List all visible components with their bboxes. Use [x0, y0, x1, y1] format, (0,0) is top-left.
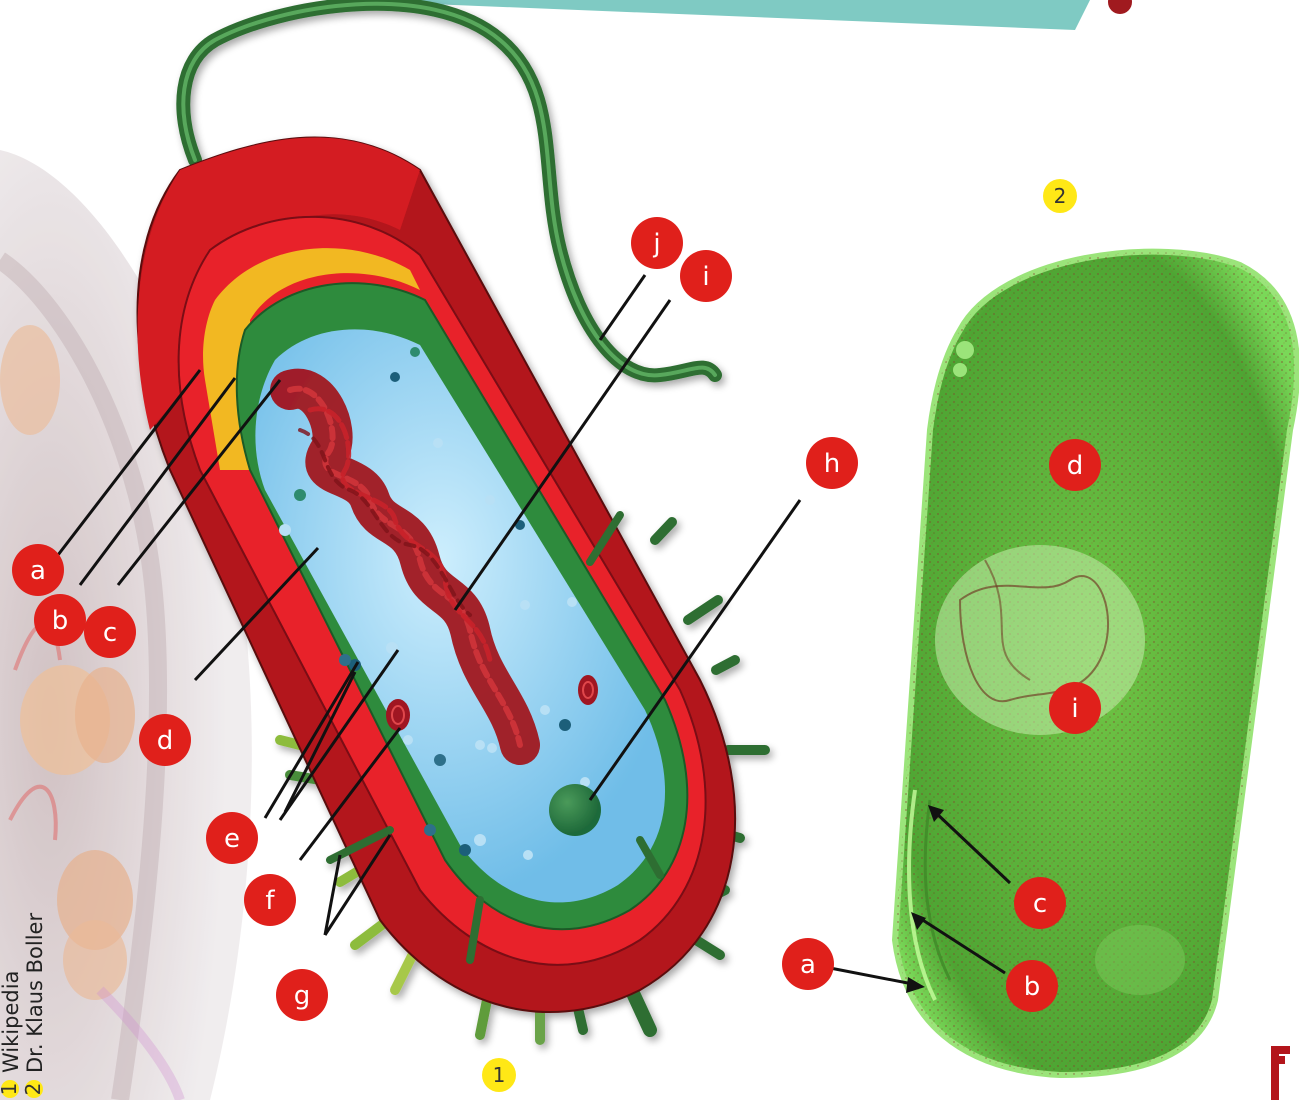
- label-marker-f: f: [244, 874, 296, 926]
- label-marker-e: e: [206, 812, 258, 864]
- label-d-text: d: [157, 726, 174, 756]
- corner-mark: [1108, 0, 1132, 14]
- label-marker-g: g: [276, 969, 328, 1021]
- credit-1-number: 1: [0, 1083, 21, 1096]
- electron-micrograph: [895, 252, 1297, 1075]
- label-e-text: e: [224, 824, 240, 854]
- micro-marker-i: i: [1049, 682, 1101, 734]
- micro-label-a-text: a: [800, 950, 816, 980]
- label-marker-b: b: [34, 594, 86, 646]
- label-i-text: i: [702, 262, 709, 292]
- label-c-text: c: [103, 618, 117, 648]
- label-b-text: b: [52, 606, 69, 636]
- storage-granule: [549, 784, 601, 836]
- credit-2-number: 2: [21, 1083, 45, 1096]
- credit-2-source: Dr. Klaus Boller: [23, 913, 47, 1073]
- label-marker-c: c: [84, 606, 136, 658]
- label-marker-d: d: [139, 714, 191, 766]
- micro-label-b-text: b: [1024, 972, 1041, 1002]
- micro-marker-b: b: [1006, 960, 1058, 1012]
- micrograph-nucleoid: [935, 545, 1145, 735]
- panel-badge-2: 2: [1043, 179, 1077, 213]
- micro-marker-c: c: [1014, 877, 1066, 929]
- label-j-text: j: [652, 229, 660, 259]
- label-f-text: f: [265, 886, 275, 916]
- credit-1-source: Wikipedia: [0, 971, 23, 1073]
- label-h-text: h: [824, 449, 840, 479]
- label-a-text: a: [30, 556, 46, 586]
- label-marker-a: a: [12, 544, 64, 596]
- label-g-text: g: [294, 981, 311, 1011]
- panel-badge-1-text: 1: [493, 1063, 506, 1087]
- label-marker-j: j: [631, 217, 683, 269]
- micro-marker-d: d: [1049, 439, 1101, 491]
- label-marker-h: h: [806, 437, 858, 489]
- micro-label-i-text: i: [1071, 694, 1078, 724]
- micro-label-c-text: c: [1033, 889, 1047, 919]
- micro-label-d-text: d: [1067, 451, 1084, 481]
- corner-bracket: [1275, 1050, 1290, 1100]
- label-marker-i: i: [680, 250, 732, 302]
- micro-marker-a: a: [782, 938, 834, 990]
- panel-badge-1: 1: [482, 1058, 516, 1092]
- panel-badge-2-text: 2: [1054, 184, 1067, 208]
